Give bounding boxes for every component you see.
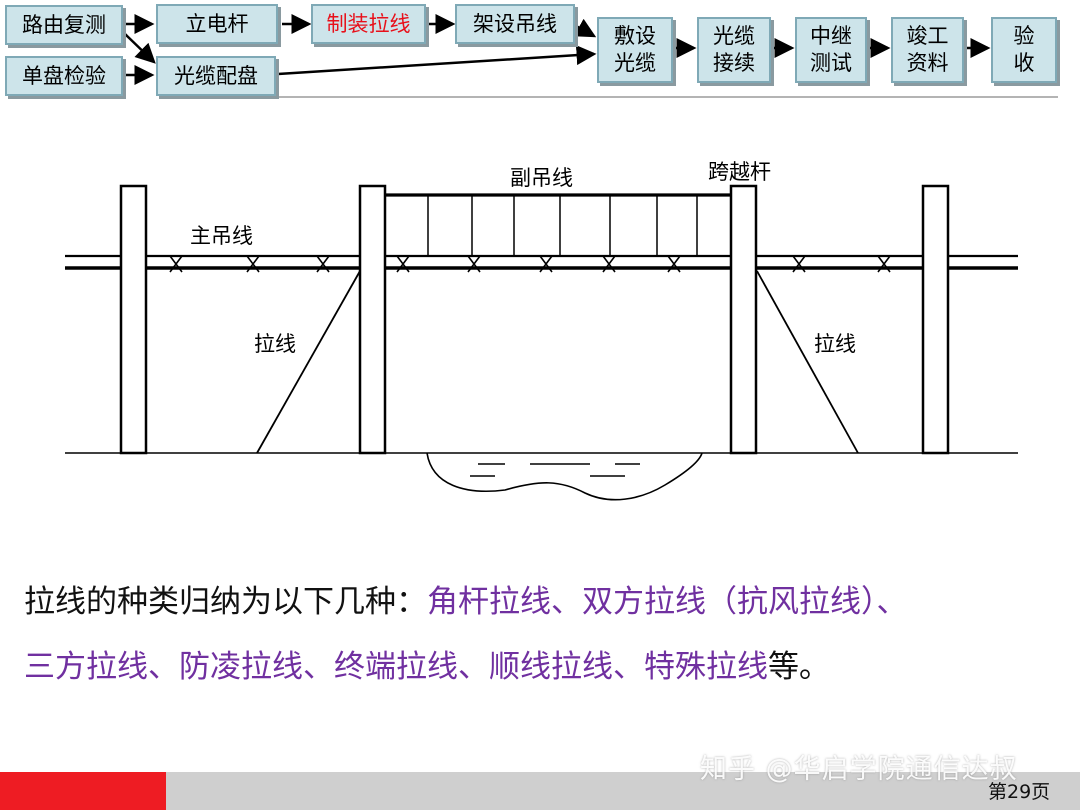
summary-line-1: 拉线的种类归纳为以下几种：角杆拉线、双方拉线（抗风拉线）、 [24, 576, 908, 621]
step-route-review: 路由复测 [5, 5, 123, 45]
arrow-allocation-to-lay [277, 45, 597, 76]
step-relay-test: 中继 测试 [795, 17, 867, 83]
summary-suffix: 等。 [768, 649, 830, 685]
water-body [426, 452, 703, 501]
step-stay-wire-highlighted: 制装拉线 [311, 4, 426, 44]
step-acceptance: 验 收 [991, 17, 1057, 83]
summary-line-2: 三方拉线、防凌拉线、终端拉线、顺线拉线、特殊拉线等。 [24, 641, 830, 686]
crossing-pole [729, 184, 758, 455]
label-crossing-pole: 跨越杆 [708, 160, 771, 184]
water-ripples [470, 463, 640, 477]
step-completion-docs: 竣工 资料 [891, 17, 964, 83]
label-stay-right: 拉线 [814, 332, 856, 356]
stay-wire-right [756, 270, 859, 454]
step-lay-cable: 敷设 光缆 [597, 17, 673, 83]
pole-2 [358, 184, 387, 455]
step-cable-allocation: 光缆配盘 [156, 56, 276, 96]
footer-red-block [0, 772, 166, 810]
label-stay-left: 拉线 [254, 332, 296, 356]
arrow-messenger-to-lay [573, 18, 597, 38]
step-erect-poles: 立电杆 [156, 4, 278, 44]
footer-bar [0, 772, 1080, 810]
sub-messenger-hangers [427, 195, 698, 256]
step-messenger-wire: 架设吊线 [455, 4, 575, 44]
step-splice-cable: 光缆 接续 [697, 17, 771, 83]
page-number: 第29页 [988, 781, 1051, 803]
flowchart-connectors [124, 14, 1058, 98]
summary-types-part-2: 三方拉线、防凌拉线、终端拉线、顺线拉线、特殊拉线 [24, 649, 768, 685]
stay-wire-left [256, 270, 361, 454]
arrow-route-to-allocation [124, 33, 156, 64]
pole-1 [119, 184, 148, 455]
label-sub-messenger: 副吊线 [510, 166, 573, 190]
watermark: 知乎 @华启学院通信达叔 [700, 754, 1018, 785]
summary-types-part-1: 角杆拉线、双方拉线（抗风拉线）、 [427, 584, 908, 620]
summary-prefix: 拉线的种类归纳为以下几种： [24, 584, 427, 620]
cable-clips [169, 255, 891, 273]
pole-4 [921, 184, 950, 455]
step-single-reel-check: 单盘检验 [5, 56, 123, 96]
label-main-messenger: 主吊线 [190, 224, 253, 248]
stay-wire-diagram [65, 184, 1018, 501]
